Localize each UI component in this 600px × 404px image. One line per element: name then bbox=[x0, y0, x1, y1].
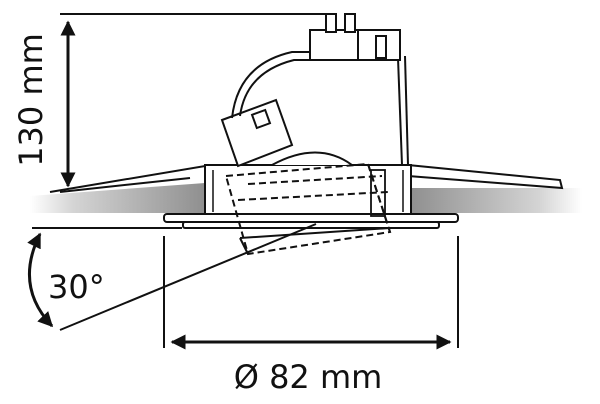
terminal-pin bbox=[325, 13, 337, 33]
angle-label: 30° bbox=[48, 268, 105, 306]
lamp-dome bbox=[271, 151, 353, 166]
housing-body bbox=[204, 164, 412, 216]
lamp-bottom-solid bbox=[239, 237, 249, 255]
spring-clip-right bbox=[407, 164, 564, 190]
ceiling-left bbox=[30, 183, 205, 213]
angle-arc bbox=[27, 232, 54, 328]
terminal-block bbox=[309, 13, 401, 61]
terminal-pin bbox=[344, 13, 356, 33]
ceiling-section bbox=[30, 183, 582, 213]
lamp-axis-dashed bbox=[247, 175, 383, 185]
tilted-lamp bbox=[224, 162, 392, 256]
cable-4 bbox=[397, 57, 403, 166]
height-dimension bbox=[59, 13, 330, 193]
cable-1 bbox=[231, 51, 312, 119]
transformer-tab bbox=[250, 108, 272, 130]
lamp-side-rect bbox=[370, 169, 386, 217]
transformer bbox=[220, 98, 294, 168]
diameter-label: Ø 82 mm bbox=[234, 358, 383, 396]
height-extension-bottom bbox=[59, 177, 191, 193]
height-label: 130 mm bbox=[12, 33, 50, 167]
cable-3 bbox=[404, 55, 409, 166]
housing bbox=[163, 164, 459, 229]
lamp-axis-dashed bbox=[237, 191, 389, 201]
lamp-bottom-solid bbox=[239, 227, 391, 239]
angle-dimension bbox=[27, 223, 317, 331]
angle-tilt-line bbox=[59, 223, 317, 331]
terminal-pin bbox=[375, 35, 387, 59]
ceiling-right bbox=[410, 188, 582, 213]
cables bbox=[231, 51, 409, 166]
trim-flange bbox=[163, 213, 459, 223]
cable-2 bbox=[239, 59, 312, 117]
transformer-box bbox=[220, 98, 294, 168]
diameter-dimension bbox=[163, 236, 459, 350]
